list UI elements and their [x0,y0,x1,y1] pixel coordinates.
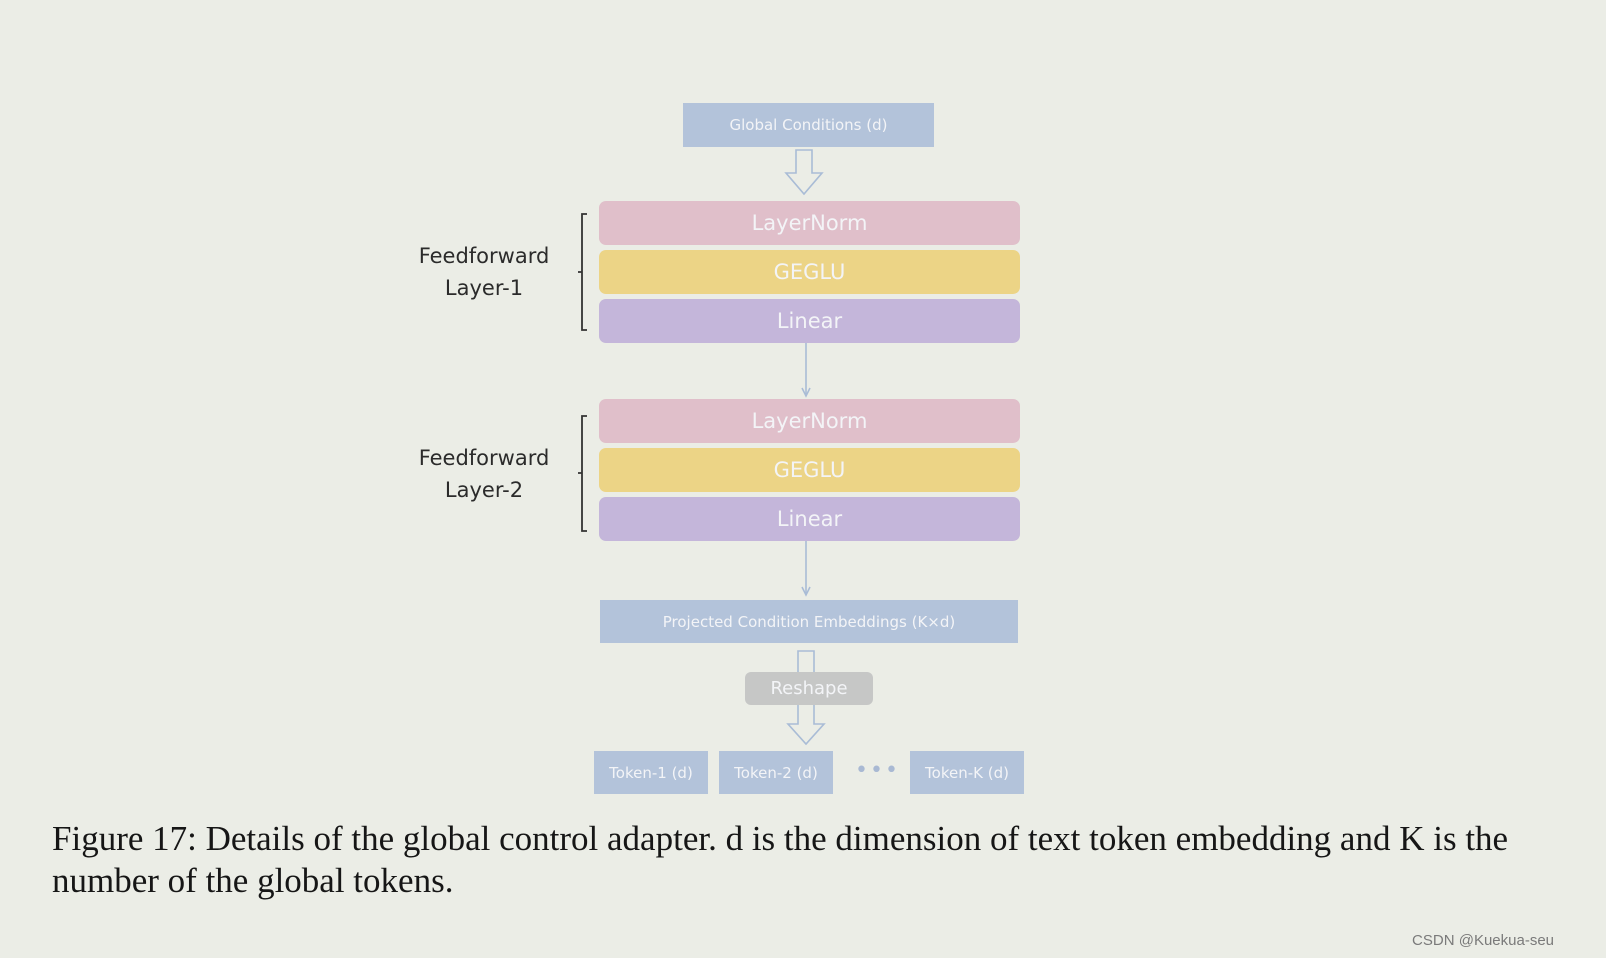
token-1-box: Token-1 (d) [594,751,708,794]
watermark: CSDN @Kuekua-seu [1412,932,1554,949]
figure-caption: Figure 17: Details of the global control… [52,819,1509,900]
feedforward-layer-1-label: Feedforward Layer-1 [384,240,584,304]
layer-1-linear-block: Linear [599,299,1020,343]
token-ellipsis: ••• [855,758,900,783]
layer-2-label-line2: Layer-2 [444,478,524,502]
brace-layer-2 [578,415,587,532]
hollow-arrow-top [784,149,824,196]
layer-1-layernorm-block: LayerNorm [599,201,1020,245]
layer-1-label-line1: Feedforward [418,244,550,268]
layer-2-label-line1: Feedforward [418,446,550,470]
layer-1-geglu-block: GEGLU [599,250,1020,294]
layer-2-linear-block: Linear [599,497,1020,541]
layer-1-label-line2: Layer-1 [444,276,524,300]
feedforward-layer-2-label: Feedforward Layer-2 [384,442,584,506]
thin-arrow-bottom-head [801,586,811,597]
layer-2-geglu-block: GEGLU [599,448,1020,492]
hollow-arrow-reshape [786,650,826,746]
thin-arrow-mid-head [801,387,811,398]
token-2-box: Token-2 (d) [719,751,833,794]
token-k-box: Token-K (d) [910,751,1024,794]
reshape-box: Reshape [745,672,873,705]
projected-embeddings-box: Projected Condition Embeddings (K×d) [600,600,1018,643]
brace-layer-1 [578,213,587,331]
global-conditions-box: Global Conditions (d) [683,103,934,147]
layer-2-layernorm-block: LayerNorm [599,399,1020,443]
